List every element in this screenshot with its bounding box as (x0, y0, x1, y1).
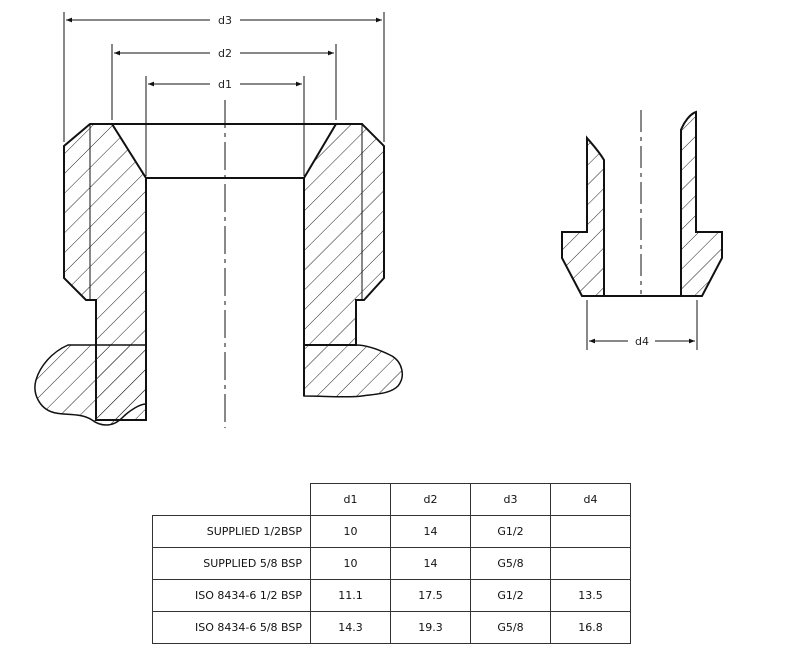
table-row: SUPPLIED 1/2BSP 10 14 G1/2 (152, 515, 631, 548)
column-header-d1: d1 (310, 483, 391, 516)
cell-d1: 11.1 (310, 579, 391, 612)
tube-right-wall (680, 110, 723, 297)
cell-d4: 13.5 (550, 579, 631, 612)
row-label: ISO 8434-6 5/8 BSP (152, 611, 311, 644)
body-break-left (34, 344, 147, 426)
table-row: SUPPLIED 5/8 BSP 10 14 G5/8 (152, 547, 631, 580)
cell-d2: 19.3 (390, 611, 471, 644)
dim-label-d2: d2 (218, 47, 232, 60)
column-header-d4: d4 (550, 483, 631, 516)
dim-label-d4: d4 (635, 335, 649, 348)
cell-d2: 14 (390, 547, 471, 580)
column-header-d3: d3 (470, 483, 551, 516)
cell-d2: 17.5 (390, 579, 471, 612)
dimension-lines-left (63, 12, 385, 176)
column-header-d2: d2 (390, 483, 471, 516)
cell-d3: G1/2 (470, 579, 551, 612)
cell-d4: 16.8 (550, 611, 631, 644)
table-row: ISO 8434-6 5/8 BSP 14.3 19.3 G5/8 16.8 (152, 611, 631, 644)
row-label: SUPPLIED 1/2BSP (152, 515, 311, 548)
dimension-table: d1 d2 d3 d4 SUPPLIED 1/2BSP 10 14 G1/2 S… (152, 483, 631, 644)
dim-label-d3: d3 (218, 14, 232, 27)
cell-d2: 14 (390, 515, 471, 548)
cell-d3: G1/2 (470, 515, 551, 548)
port-right-wall (303, 123, 385, 346)
table-row: ISO 8434-6 1/2 BSP 11.1 17.5 G1/2 13.5 (152, 579, 631, 612)
table-corner (153, 484, 311, 516)
body-break-right (303, 344, 404, 398)
dim-label-d1: d1 (218, 78, 232, 91)
cell-d4 (550, 547, 631, 580)
cell-d1: 10 (310, 515, 391, 548)
table-header-row: d1 d2 d3 d4 (153, 483, 631, 516)
port-section-view (34, 100, 404, 428)
row-label: ISO 8434-6 1/2 BSP (152, 579, 311, 612)
cell-d1: 14.3 (310, 611, 391, 644)
row-label: SUPPLIED 5/8 BSP (152, 547, 311, 580)
tube-left-wall (561, 135, 605, 297)
tube-end-section-view (561, 110, 723, 297)
cell-d3: G5/8 (470, 547, 551, 580)
dimension-lines-right (586, 300, 698, 350)
cell-d4 (550, 515, 631, 548)
cell-d1: 10 (310, 547, 391, 580)
cell-d3: G5/8 (470, 611, 551, 644)
technical-drawing: d3 d2 d1 d4 (34, 12, 723, 428)
